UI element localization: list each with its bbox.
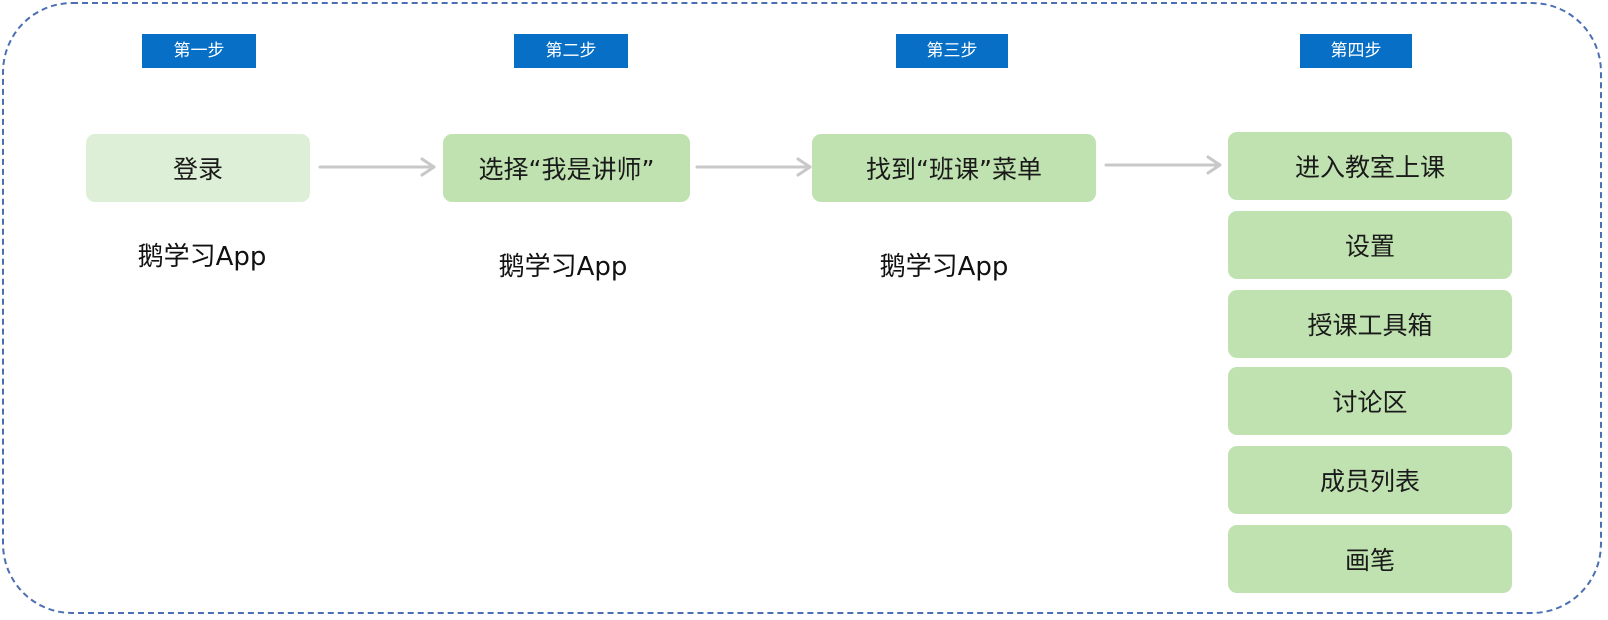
step-2-tag: 第二步 xyxy=(514,34,628,68)
step-1-tag: 第一步 xyxy=(142,34,256,68)
step-4-item-settings: 设置 xyxy=(1228,211,1512,279)
select-teacher-box: 选择“我是讲师” xyxy=(443,134,690,202)
step-3-caption: 鹅学习App xyxy=(879,252,1009,282)
step-4-item-toolbox: 授课工具箱 xyxy=(1228,290,1512,358)
step-3-tag: 第三步 xyxy=(896,34,1008,68)
step-4-item-enter-classroom: 进入教室上课 xyxy=(1228,132,1512,200)
step-4-item-pen: 画笔 xyxy=(1228,525,1512,593)
arrow-step3-to-step4 xyxy=(1104,155,1222,175)
step-4-item-discussion: 讨论区 xyxy=(1228,367,1512,435)
login-box: 登录 xyxy=(86,134,310,202)
arrow-step1-to-step2 xyxy=(318,157,436,177)
step-4-tag: 第四步 xyxy=(1300,34,1412,68)
step-1-caption: 鹅学习App xyxy=(137,242,267,272)
arrow-step2-to-step3 xyxy=(695,157,812,177)
step-2-caption: 鹅学习App xyxy=(498,252,628,282)
step-4-item-members: 成员列表 xyxy=(1228,446,1512,514)
find-class-menu-box: 找到“班课”菜单 xyxy=(812,134,1096,202)
